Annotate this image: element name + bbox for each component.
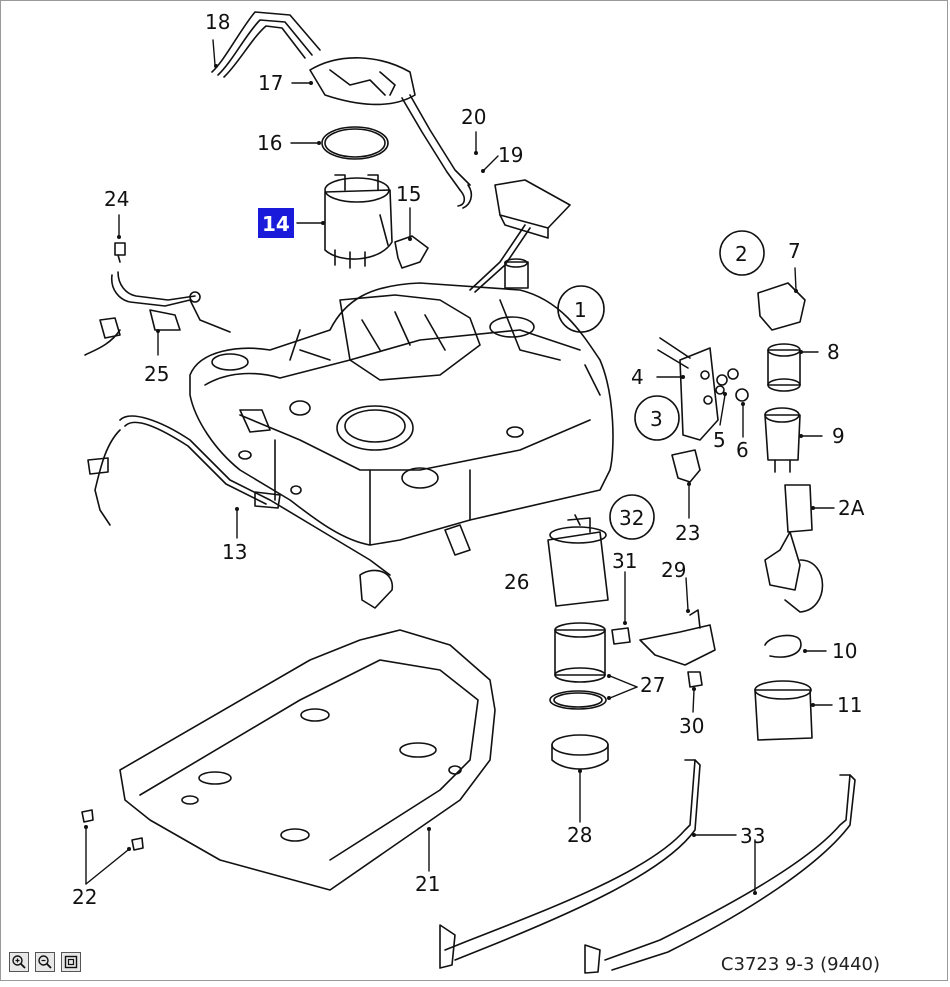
underbody-shield-drawing	[119, 629, 496, 891]
callout-32[interactable]: 32	[619, 506, 644, 530]
callout-22[interactable]: 22	[72, 885, 97, 909]
callout-6[interactable]: 6	[736, 438, 749, 462]
fuel-tank-drawing	[189, 282, 614, 556]
callout-33[interactable]: 33	[740, 824, 765, 848]
callout-1[interactable]: 1	[574, 298, 587, 322]
filter-8-drawing	[767, 343, 801, 392]
fit-to-window-icon[interactable]	[61, 952, 81, 972]
callout-30[interactable]: 30	[679, 714, 704, 738]
zoom-out-icon[interactable]	[35, 952, 55, 972]
callout-26[interactable]: 26	[504, 570, 529, 594]
callout-28[interactable]: 28	[567, 823, 592, 847]
highlight-box-14	[258, 208, 294, 238]
harness-13-drawing	[87, 415, 393, 609]
callout-27[interactable]: 27	[640, 673, 665, 697]
seal-ring-drawing	[321, 126, 389, 160]
clip-23-drawing	[671, 449, 701, 483]
fuel-lines-drawing	[211, 11, 473, 209]
bolt-30-drawing	[687, 671, 703, 688]
callout-2[interactable]: 2	[735, 242, 748, 266]
callout-11[interactable]: 11	[837, 693, 862, 717]
callout-20[interactable]: 20	[461, 105, 486, 129]
callout-16[interactable]: 16	[257, 131, 282, 155]
cap-drawing	[757, 282, 806, 331]
filter-housing-drawing	[547, 514, 609, 607]
callout-3[interactable]: 3	[650, 407, 663, 431]
zoom-toolbar	[9, 952, 81, 972]
zoom-in-icon[interactable]	[9, 952, 29, 972]
callout-14[interactable]: 14	[262, 212, 290, 236]
clip-drawing	[394, 235, 429, 269]
callout-29[interactable]: 29	[661, 558, 686, 582]
pump-9-drawing	[764, 407, 801, 473]
bracket-29-drawing	[639, 624, 716, 666]
bolt-drawing	[114, 242, 126, 263]
callout-17[interactable]: 17	[258, 71, 283, 95]
callout-2a[interactable]: 2A	[838, 496, 865, 520]
fuel-pump-drawing	[324, 174, 393, 269]
cup-drawing	[754, 680, 813, 741]
callout-23[interactable]: 23	[675, 521, 700, 545]
assembly-2a-drawing	[764, 484, 824, 613]
figure-reference: C3723 9-3 (9440)	[720, 954, 880, 975]
callout-5[interactable]: 5	[713, 428, 726, 452]
tank-straps-drawing	[439, 759, 856, 974]
cap-28-drawing	[551, 734, 609, 770]
callout-25[interactable]: 25	[144, 362, 169, 386]
harness-25-drawing	[84, 271, 231, 356]
callout-24[interactable]: 24	[104, 187, 129, 211]
callout-7[interactable]: 7	[788, 239, 801, 263]
clip-31-drawing	[611, 627, 631, 645]
filter-27-drawing	[549, 622, 607, 710]
clamp-ring-drawing	[764, 634, 802, 658]
callout-8[interactable]: 8	[827, 340, 840, 364]
callout-15[interactable]: 15	[396, 182, 421, 206]
sender-drawing	[469, 179, 571, 293]
callout-9[interactable]: 9	[832, 424, 845, 448]
bracket-drawing	[657, 337, 749, 441]
callout-18[interactable]: 18	[205, 10, 230, 34]
callout-13[interactable]: 13	[222, 540, 247, 564]
callout-31[interactable]: 31	[612, 549, 637, 573]
callout-4[interactable]: 4	[631, 365, 644, 389]
callout-19[interactable]: 19	[498, 143, 523, 167]
callout-21[interactable]: 21	[415, 872, 440, 896]
callout-10[interactable]: 10	[832, 639, 857, 663]
